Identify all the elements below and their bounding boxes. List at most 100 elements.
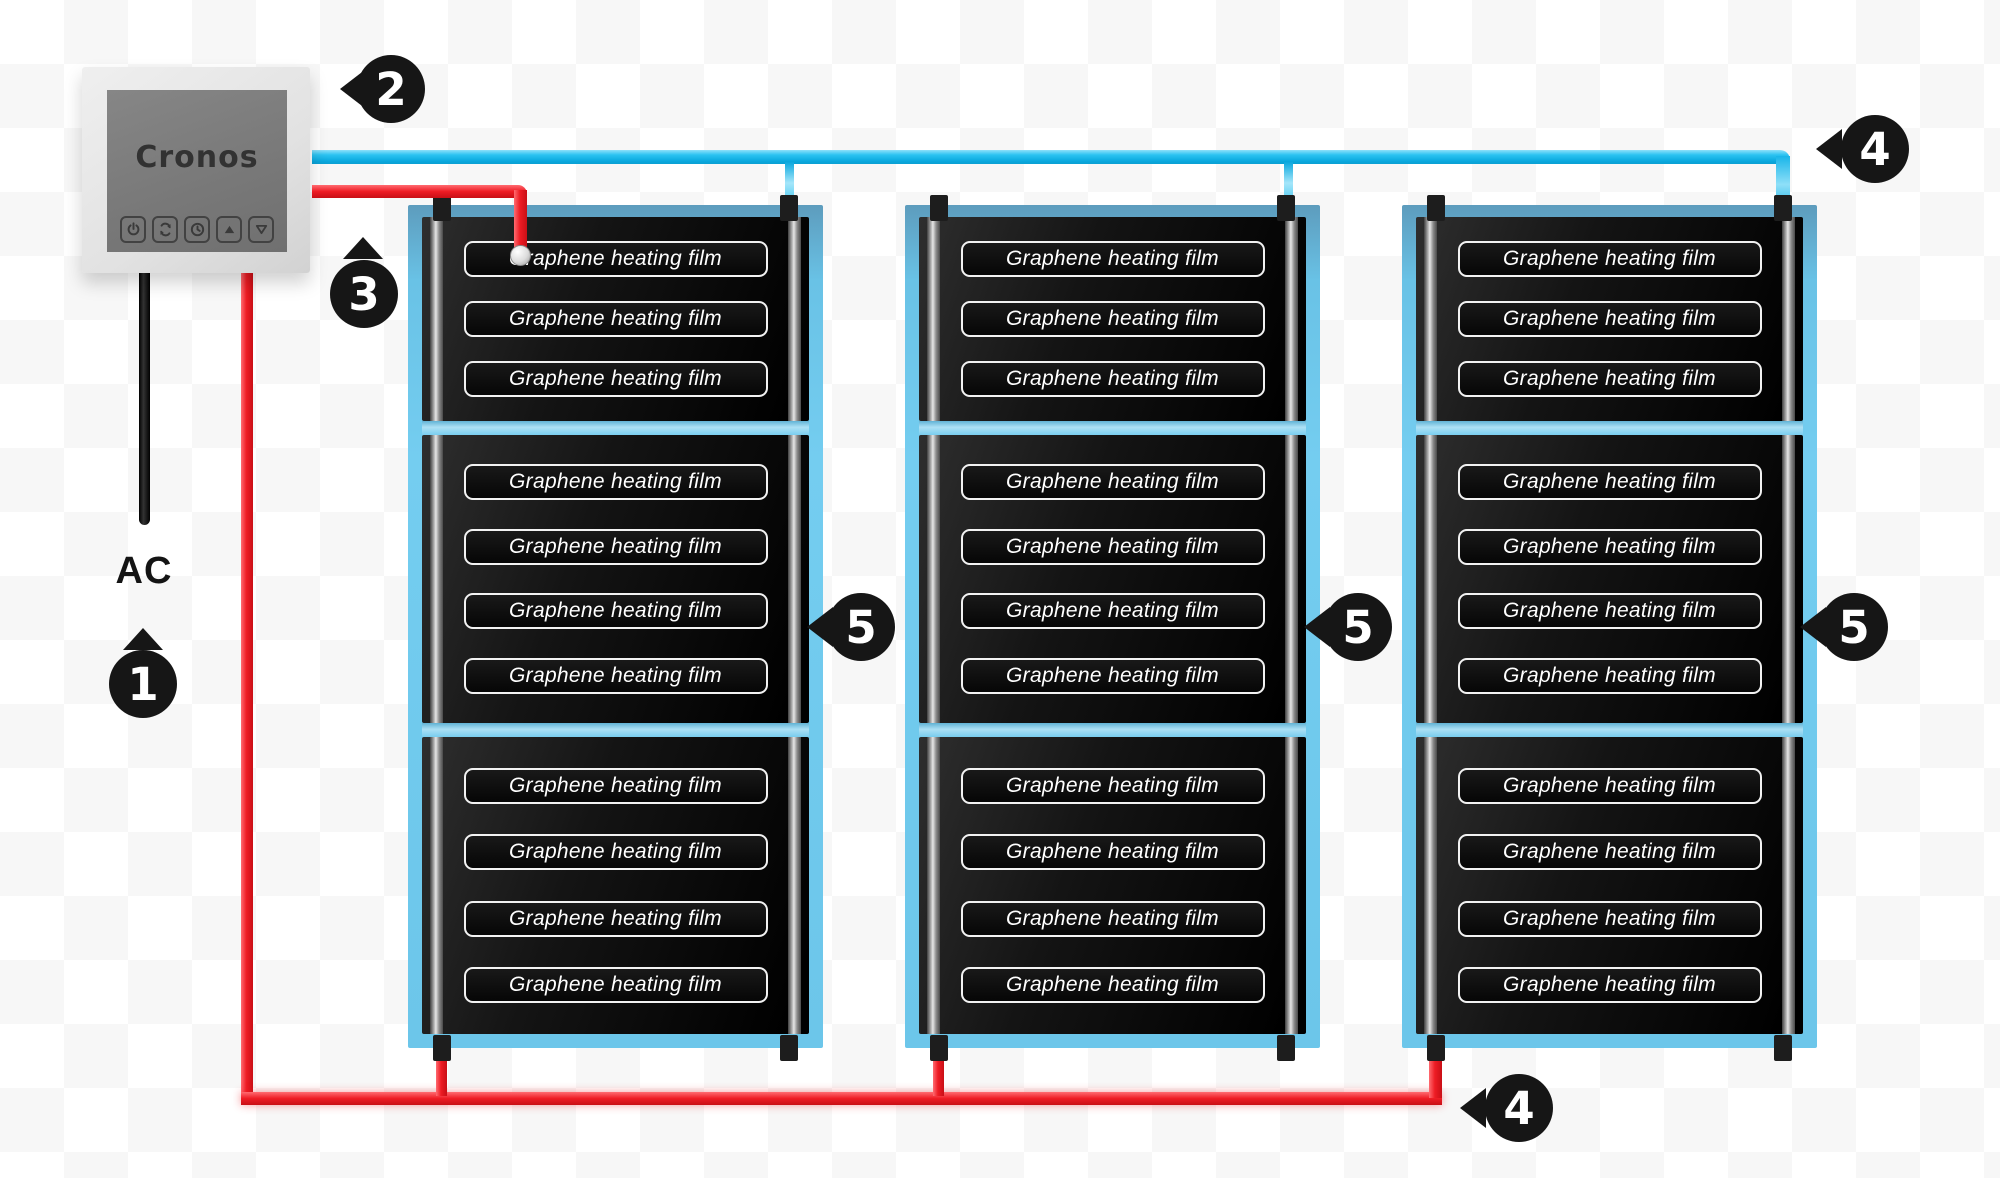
copper-busbar xyxy=(1424,217,1437,421)
callout-3-pointer xyxy=(343,237,383,259)
copper-busbar xyxy=(788,737,801,1034)
thermostat: Cronos xyxy=(82,67,310,273)
film-strip-label: Graphene heating film xyxy=(1457,361,1762,397)
panel-seam xyxy=(422,723,809,737)
film-strip-label: Graphene heating film xyxy=(960,967,1265,1004)
copper-busbar xyxy=(788,217,801,421)
copper-busbar xyxy=(430,737,443,1034)
callout-1: 1 xyxy=(109,650,177,718)
red-live-wire-drop xyxy=(514,190,527,260)
connector-tab xyxy=(780,195,798,221)
wire-connection-ball xyxy=(510,245,531,266)
blue-drop-panel-1 xyxy=(785,162,794,204)
panel-seam xyxy=(1416,723,1803,737)
timer-button xyxy=(184,216,210,243)
copper-busbar xyxy=(927,217,940,421)
brand-logo: Cronos xyxy=(135,140,259,175)
copper-busbar xyxy=(788,435,801,723)
copper-busbar xyxy=(927,435,940,723)
film-strip-label: Graphene heating film xyxy=(463,767,768,804)
film-strip-label: Graphene heating film xyxy=(463,967,768,1004)
film-strip-label: Graphene heating film xyxy=(960,767,1265,804)
connector-tab xyxy=(1427,195,1445,221)
blue-neutral-bus-wire xyxy=(312,150,1790,164)
film-strip-label: Graphene heating film xyxy=(960,301,1265,337)
film-strip-label: Graphene heating film xyxy=(463,361,768,397)
thermostat-button-row xyxy=(107,216,287,243)
copper-busbar xyxy=(1424,435,1437,723)
blue-drop-panel-2 xyxy=(1284,162,1293,204)
callout-3: 3 xyxy=(330,260,398,328)
film-strip-label: Graphene heating film xyxy=(1457,900,1762,937)
connector-tab xyxy=(780,1035,798,1061)
callout-1-pointer xyxy=(123,628,163,650)
film-strip-label: Graphene heating film xyxy=(1457,967,1762,1004)
callout-4-top: 4 xyxy=(1841,115,1909,183)
red-bottom-bus-wire xyxy=(241,1092,1442,1105)
film-strip-label: Graphene heating film xyxy=(1457,593,1762,630)
copper-busbar xyxy=(1782,737,1795,1034)
sync-icon xyxy=(158,222,173,237)
callout-2: 2 xyxy=(357,55,425,123)
callout-5-panel1: 5 xyxy=(827,593,895,661)
red-riser-panel-2 xyxy=(933,1054,944,1096)
film-strip-label: Graphene heating film xyxy=(463,528,768,565)
film-strip-label: Graphene heating film xyxy=(463,834,768,871)
copper-busbar xyxy=(1782,435,1795,723)
film-strip-label: Graphene heating film xyxy=(960,241,1265,277)
film-strip-label: Graphene heating film xyxy=(463,900,768,937)
red-riser-panel-1 xyxy=(436,1054,447,1096)
callout-4-bottom-pointer xyxy=(1460,1088,1486,1128)
film-strip-label: Graphene heating film xyxy=(1457,241,1762,277)
callout-5-panel3: 5 xyxy=(1820,593,1888,661)
red-return-wire-vertical xyxy=(241,270,253,1102)
copper-busbar xyxy=(927,737,940,1034)
film-strip-label: Graphene heating film xyxy=(1457,301,1762,337)
copper-busbar xyxy=(1285,435,1298,723)
callout-4-top-pointer xyxy=(1816,129,1842,169)
red-live-wire-horizontal xyxy=(312,185,527,198)
callout-5-panel2: 5 xyxy=(1324,593,1392,661)
connector-tab xyxy=(1277,195,1295,221)
panel-seam xyxy=(422,421,809,435)
film-strip-label: Graphene heating film xyxy=(463,463,768,500)
connector-tab xyxy=(1774,1035,1792,1061)
power-button xyxy=(120,216,146,243)
thermostat-screen: Cronos xyxy=(107,90,287,252)
connector-tab xyxy=(930,195,948,221)
film-strip-label: Graphene heating film xyxy=(960,528,1265,565)
film-strip-label: Graphene heating film xyxy=(463,658,768,695)
connector-tab xyxy=(1774,195,1792,221)
copper-busbar xyxy=(430,217,443,421)
film-strip-label: Graphene heating film xyxy=(463,241,768,277)
connector-tab xyxy=(1277,1035,1295,1061)
film-strip-label: Graphene heating film xyxy=(960,900,1265,937)
film-strip-label: Graphene heating film xyxy=(1457,528,1762,565)
connector-tab xyxy=(1427,1035,1445,1061)
film-strip-label: Graphene heating film xyxy=(960,463,1265,500)
film-strip-label: Graphene heating film xyxy=(1457,658,1762,695)
arrow-down-icon xyxy=(254,222,269,237)
copper-busbar xyxy=(1782,217,1795,421)
film-strip-label: Graphene heating film xyxy=(960,834,1265,871)
